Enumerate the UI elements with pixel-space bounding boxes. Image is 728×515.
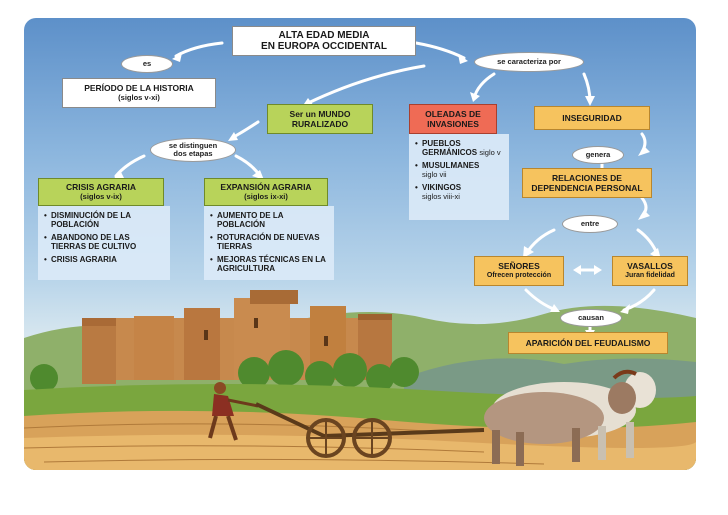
senores-sub: Ofrecen protección (486, 272, 552, 279)
arrowheads (113, 53, 661, 338)
inseguridad-label: INSEGURIDAD (562, 113, 622, 123)
connector-distinguen: se distinguen dos etapas (150, 138, 236, 162)
expansion-item: MEJORAS TÉCNICAS EN LA AGRICULTURA (210, 255, 328, 273)
expansion-item: ROTURACIÓN DE NUEVAS TIERRAS (210, 233, 328, 251)
invasion-name: VIKINGOS (422, 183, 462, 192)
title-line-2: EN EUROPA OCCIDENTAL (261, 41, 387, 52)
invasion-name: MUSULMANES (422, 161, 480, 170)
connector-entre-label: entre (580, 219, 600, 228)
relaciones-box: RELACIONES DE DEPENDENCIA PERSONAL (522, 168, 652, 198)
vasallos-title: VASALLOS (627, 261, 673, 271)
expansion-item: AUMENTO DE LA POBLACIÓN (210, 211, 328, 229)
oxen (484, 369, 656, 466)
crisis-agraria-box: CRISIS AGRARIA (siglos v-ix) (38, 178, 164, 206)
connector-distinguen-line-1: se distinguen (168, 141, 218, 150)
connector-genera-label: genera (585, 150, 611, 159)
crisis-title: CRISIS AGRARIA (65, 182, 137, 192)
connector-es-label: es (142, 59, 152, 68)
mundo-line-1: Ser un MUNDO (289, 109, 351, 119)
vasallos-box: VASALLOS Juran fidelidad (612, 256, 688, 286)
connector-genera: genera (572, 146, 624, 164)
connector-causan: causan (560, 309, 622, 327)
connector-caracteriza: se caracteriza por (474, 52, 584, 72)
crisis-item: DISMINUCIÓN DE LA POBLACIÓN (44, 211, 164, 229)
crisis-sub: (siglos v-ix) (80, 192, 122, 201)
connector-caracteriza-label: se caracteriza por (497, 57, 561, 66)
mundo-line-2: RURALIZADO (291, 119, 349, 129)
connector-causan-label: causan (578, 313, 604, 322)
relaciones-line-2: DEPENDENCIA PERSONAL (531, 183, 643, 193)
expansion-title: EXPANSIÓN AGRARIA (220, 182, 312, 192)
crisis-list: DISMINUCIÓN DE LA POBLACIÓN ABANDONO DE … (38, 206, 170, 280)
farmer (208, 382, 259, 441)
oleadas-line-2: INVASIONES (427, 119, 479, 129)
trees (30, 350, 419, 392)
feudalismo-label: APARICIÓN DEL FEUDALISMO (525, 338, 651, 348)
invasion-name-2: GERMÁNICOS (422, 148, 478, 157)
mundo-ruralizado-box: Ser un MUNDO RURALIZADO (267, 104, 373, 134)
senores-box: SEÑORES Ofrecen protección (474, 256, 564, 286)
crisis-item: ABANDONO DE LAS TIERRAS DE CULTIVO (44, 233, 164, 251)
plough (255, 402, 485, 458)
connector-distinguen-line-2: dos etapas (173, 149, 213, 158)
periodo-line-2: (siglos v-xi) (118, 93, 160, 102)
expansion-list: AUMENTO DE LA POBLACIÓN ROTURACIÓN DE NU… (204, 206, 334, 280)
oleadas-box: OLEADAS DE INVASIONES (409, 104, 497, 134)
title-line-1: ALTA EDAD MEDIA (278, 30, 370, 41)
periodo-line-1: PERÍODO DE LA HISTORIA (84, 83, 194, 93)
relaciones-line-1: RELACIONES DE (552, 173, 622, 183)
feudalismo-box: APARICIÓN DEL FEUDALISMO (508, 332, 668, 354)
inseguridad-box: INSEGURIDAD (534, 106, 650, 130)
senores-title: SEÑORES (498, 261, 540, 271)
periodo-box: PERÍODO DE LA HISTORIA (siglos v-xi) (62, 78, 216, 108)
concept-map-illustration: ALTA EDAD MEDIA EN EUROPA OCCIDENTAL es … (24, 18, 696, 470)
connector-es: es (121, 55, 173, 73)
invasion-name: PUEBLOS (422, 139, 461, 148)
expansion-agraria-box: EXPANSIÓN AGRARIA (siglos ix-xi) (204, 178, 328, 206)
oleadas-line-1: OLEADAS DE (425, 109, 481, 119)
expansion-sub: (siglos ix-xi) (244, 192, 288, 201)
invasion-century: siglos viii-xi (422, 192, 460, 201)
crisis-item: CRISIS AGRARIA (44, 255, 164, 264)
vasallos-sub: Juran fidelidad (625, 272, 675, 279)
invasion-century: siglo v (479, 148, 501, 157)
title-box: ALTA EDAD MEDIA EN EUROPA OCCIDENTAL (232, 26, 416, 56)
connector-entre: entre (562, 215, 618, 233)
invasion-century: siglo vii (422, 170, 447, 179)
